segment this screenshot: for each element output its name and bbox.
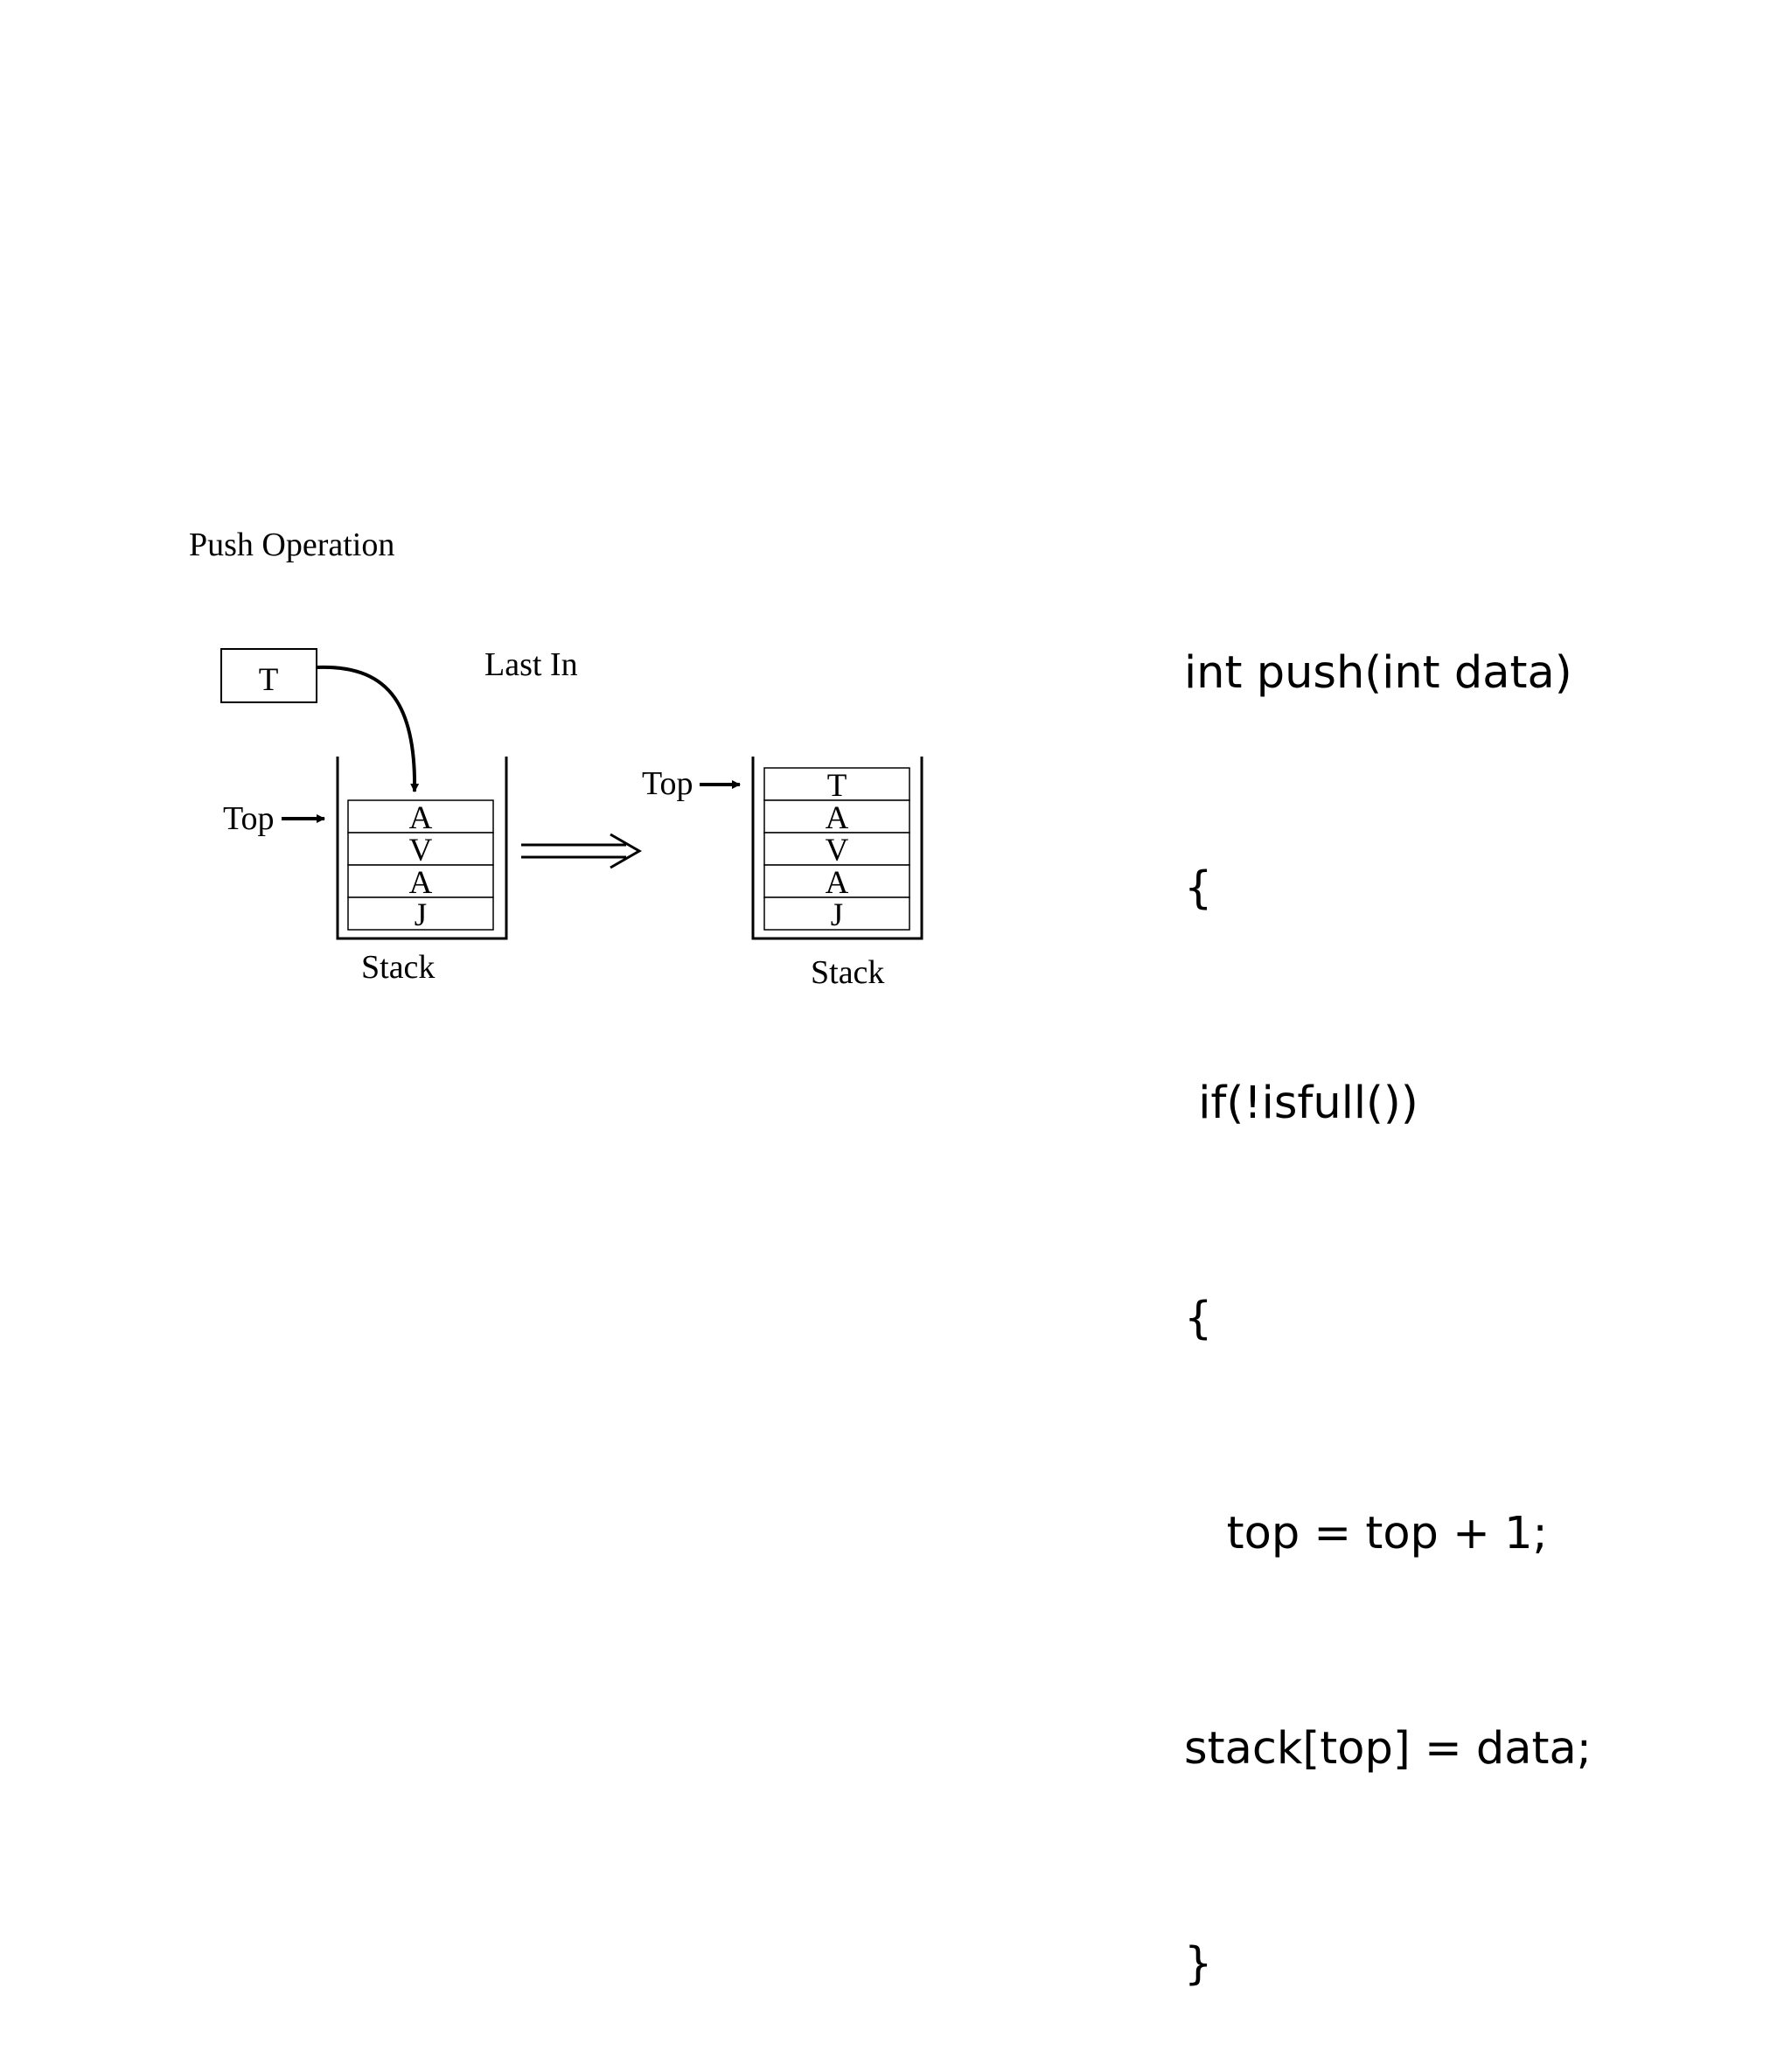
push-function-code: int push(int data) { if(!isfull()) { top… <box>1184 494 1592 2072</box>
stack-cell-label: A <box>826 865 849 901</box>
stack-cell <box>763 799 910 834</box>
stack-cell <box>347 896 494 931</box>
push-curved-arrow <box>316 665 420 792</box>
stack-cell <box>347 864 494 898</box>
stack-cell-label: V <box>826 833 849 869</box>
last-in-label: Last In <box>484 646 578 683</box>
incoming-element-label: T <box>259 662 279 698</box>
stack-cell-label: J <box>831 897 843 933</box>
diagram-title: Push Operation <box>189 527 394 563</box>
stack-cell <box>763 832 910 866</box>
stack-label-before: Stack <box>361 949 435 986</box>
stack-container-before <box>336 757 508 940</box>
stack-cell <box>763 896 910 931</box>
stack-cell <box>763 864 910 898</box>
top-label-after: Top <box>642 765 693 802</box>
stack-cell-label: A <box>409 800 433 836</box>
code-line: } <box>1184 1938 1213 1990</box>
code-line: stack[top] = data; <box>1184 1723 1592 1775</box>
stack-container-after <box>751 757 923 940</box>
stack-cell-label: T <box>827 768 847 804</box>
stack-cell-label: J <box>415 897 427 933</box>
code-line: { <box>1184 1293 1213 1344</box>
code-line: int push(int data) <box>1184 647 1572 699</box>
stack-cell <box>347 832 494 866</box>
top-label-before: Top <box>223 800 275 837</box>
stack-cell-label: A <box>409 865 433 901</box>
incoming-element-box <box>220 648 317 703</box>
code-line: top = top + 1; <box>1184 1508 1548 1559</box>
code-line: { <box>1184 862 1213 914</box>
code-line: if(!isfull()) <box>1184 1078 1418 1129</box>
stack-label-after: Stack <box>811 954 884 991</box>
transition-double-arrow <box>521 833 643 869</box>
stack-cell-label: A <box>826 800 849 836</box>
stack-cell-label: V <box>409 833 433 869</box>
stack-cell <box>763 767 910 801</box>
